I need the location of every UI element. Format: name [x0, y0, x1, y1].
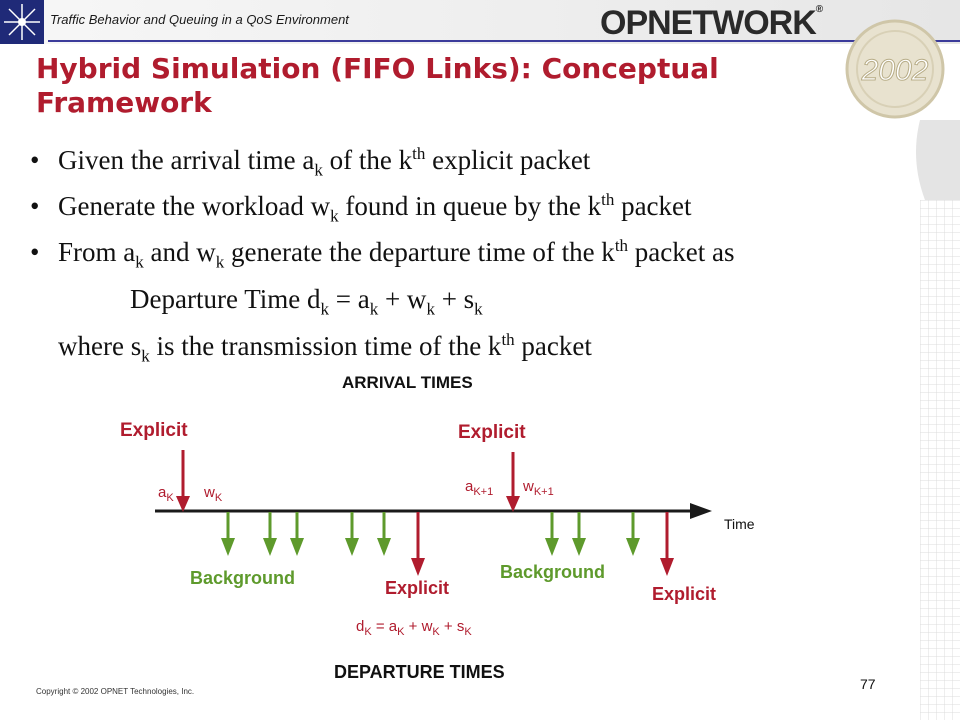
departure-times-label: DEPARTURE TIMES: [334, 662, 505, 682]
background-arrow: [345, 512, 359, 556]
brand-text: OPNETWORK: [600, 4, 817, 42]
slide-title: Hybrid Simulation (FIFO Links): Conceptu…: [36, 52, 719, 119]
where-line: where sk is the transmission time of the…: [58, 330, 592, 366]
arrival-times-label: ARRIVAL TIMES: [342, 373, 473, 392]
bullet-dot: •: [30, 145, 40, 175]
bullet-3: •From ak and wk generate the departure t…: [30, 236, 735, 272]
bullet-1: •Given the arrival time ak of the kth ex…: [30, 144, 591, 180]
bullet-2: •Generate the workload wk found in queue…: [30, 190, 692, 226]
background-label-2: Background: [500, 562, 606, 582]
star-logo-icon: [0, 0, 44, 44]
explicit-label-bottom-2: Explicit: [652, 584, 717, 604]
bullet-dot: •: [30, 191, 40, 221]
brand-logo: OPNETWORK®: [600, 4, 823, 42]
background-arrow: [377, 512, 391, 556]
w-k1-label: wK+1: [523, 478, 554, 498]
year-badge-text: 2002: [861, 54, 929, 87]
w-k-label: wK: [204, 484, 223, 504]
departure-formula: Departure Time dk = ak + wk + sk: [130, 284, 483, 319]
background-arrow: [221, 512, 235, 556]
explicit-label-top-1: Explicit: [120, 420, 188, 441]
year-badge: 2002: [845, 19, 945, 119]
time-axis-label: Time: [724, 516, 755, 532]
time-axis-arrowhead: [690, 503, 712, 519]
background-arrow: [626, 512, 640, 556]
explicit-departure-arrow: [411, 512, 425, 576]
background-arrow: [572, 512, 586, 556]
side-decoration: [916, 120, 960, 720]
explicit-arrival-arrow: [176, 450, 190, 512]
background-label-1: Background: [190, 568, 296, 588]
course-title: Traffic Behavior and Queuing in a QoS En…: [50, 12, 349, 27]
background-arrow: [290, 512, 304, 556]
header-band: [0, 0, 960, 44]
a-k1-label: aK+1: [465, 478, 494, 498]
departure-equation: dK = aK + wK + sK: [356, 618, 472, 638]
a-k-label: aK: [158, 484, 174, 504]
bullet-dot: •: [30, 237, 40, 267]
explicit-label-bottom-1: Explicit: [385, 578, 450, 598]
explicit-label-top-2: Explicit: [458, 422, 526, 443]
explicit-arrival-arrow: [506, 452, 520, 512]
explicit-departure-arrow: [660, 512, 674, 576]
background-arrow: [545, 512, 559, 556]
page-number: 77: [860, 676, 876, 692]
copyright-text: Copyright © 2002 OPNET Technologies, Inc…: [36, 687, 195, 696]
background-arrow: [263, 512, 277, 556]
header-rule: [48, 40, 960, 42]
